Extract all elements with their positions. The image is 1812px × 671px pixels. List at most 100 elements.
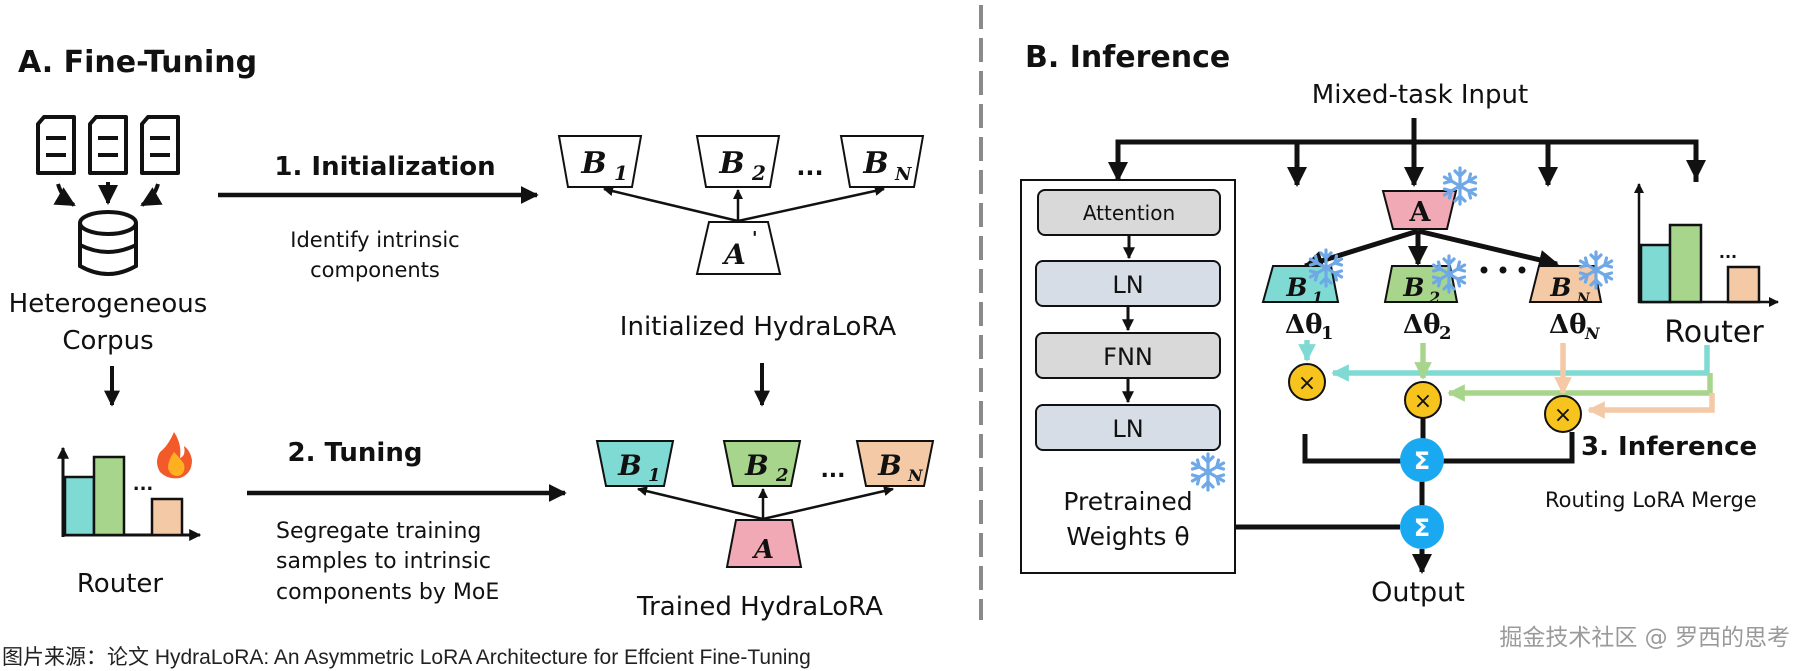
- svg-text:2: 2: [751, 161, 766, 185]
- multiply-node-1: ×: [1288, 363, 1326, 401]
- step2-desc-line3: components by MoE: [276, 580, 499, 605]
- router-b-ellipsis: ...: [1719, 243, 1737, 262]
- database-icon: [78, 210, 138, 276]
- step3-title: 3. Inference: [1581, 432, 1757, 462]
- trained-bn-block: B N: [855, 440, 935, 487]
- ln-module-2: [1035, 404, 1221, 451]
- svg-text:1: 1: [648, 465, 661, 486]
- svg-text:A: A: [721, 238, 746, 271]
- fnn-label: FNN: [1103, 343, 1153, 371]
- merge-bracket: [1302, 418, 1575, 574]
- init-a-block: A ': [695, 221, 782, 275]
- inference-b-ellipsis: [1480, 266, 1526, 274]
- ln-module-1: [1035, 260, 1221, 307]
- router-b-label: Router: [1664, 315, 1764, 350]
- routing-weight-lines: [1298, 340, 1715, 419]
- document-icon: [140, 115, 180, 175]
- svg-text:B: B: [877, 449, 902, 482]
- step1-desc-line1: Identify intrinsic: [290, 228, 459, 252]
- a-to-b-arrows: [1303, 228, 1559, 271]
- pretrained-weights-box: Attention LN FNN LN Pretrained Weights θ: [1020, 179, 1236, 574]
- step1-desc-line2: components: [310, 258, 440, 282]
- inference-b1-block: B 1: [1261, 248, 1344, 307]
- step2-title: 2. Tuning: [288, 438, 423, 468]
- panel-a-title: A. Fine-Tuning: [18, 45, 257, 80]
- initialized-hydralora: B 1 B 2 ... B N A ': [557, 135, 925, 275]
- multiply-node-n: ×: [1544, 395, 1582, 433]
- router-chart-a: ...: [57, 446, 202, 541]
- snowflake-icon: [1442, 166, 1478, 206]
- delta-theta-n-sub: N: [1584, 324, 1601, 343]
- b1-sub: 1: [1312, 288, 1323, 307]
- mixed-task-input-label: Mixed-task Input: [1312, 80, 1528, 110]
- trained-ellipsis: ...: [820, 458, 845, 483]
- multiply-icon: ×: [1414, 389, 1432, 414]
- b2-sub: 2: [1428, 288, 1440, 307]
- documents-icon: [36, 115, 180, 207]
- fire-icon: [157, 432, 192, 479]
- corpus-label-line1: Heterogeneous: [9, 289, 208, 319]
- pretrained-label-line2: Weights θ: [1066, 522, 1189, 551]
- router-bar-green: [92, 455, 126, 537]
- ln1-label: LN: [1112, 271, 1143, 299]
- trained-label: Trained HydraLoRA: [636, 592, 883, 622]
- trained-hydralora: B 1 B 2 ... B N A: [595, 440, 935, 568]
- inference-a-block: A: [1381, 166, 1478, 230]
- attention-module: [1037, 189, 1221, 236]
- trained-a-block: A: [725, 519, 803, 568]
- attention-label: Attention: [1083, 201, 1175, 225]
- input-distribution-lines: [1108, 118, 1706, 187]
- svg-text:N: N: [894, 164, 913, 185]
- inference-bn-block: B N: [1528, 250, 1614, 307]
- initialized-label: Initialized HydraLoRA: [620, 312, 897, 342]
- bn-sub: N: [1576, 291, 1591, 307]
- figure-caption: 图片来源：论文 HydraLoRA: An Asymmetric LoRA Ar…: [2, 646, 811, 669]
- delta-theta-2: Δθ: [1403, 310, 1441, 340]
- delta-theta-1: Δθ: [1285, 310, 1323, 340]
- router-bar-teal: [1639, 243, 1672, 304]
- init-bn-block: B N: [839, 135, 925, 188]
- bn-label: B: [1549, 273, 1571, 302]
- trained-b2-block: B 2: [722, 440, 802, 487]
- svg-text:B: B: [718, 146, 744, 181]
- step3-desc: Routing LoRA Merge: [1545, 488, 1757, 512]
- b1-label: B: [1285, 273, 1307, 302]
- svg-text:B: B: [744, 449, 769, 482]
- ln2-label: LN: [1112, 415, 1143, 443]
- svg-text:N: N: [907, 466, 924, 485]
- svg-text:B: B: [862, 146, 888, 181]
- inference-b2-block: B 2: [1383, 254, 1467, 307]
- multiply-icon: ×: [1298, 371, 1316, 396]
- init-ellipsis: ...: [796, 153, 823, 181]
- sum-node-1: Σ: [1400, 438, 1444, 482]
- b2-label: B: [1402, 273, 1424, 302]
- router-ellipsis: ...: [133, 474, 154, 495]
- document-icon: [36, 115, 76, 175]
- svg-text:B: B: [617, 449, 642, 482]
- svg-text:B: B: [580, 146, 606, 181]
- fnn-module: [1035, 332, 1221, 379]
- svg-text:1: 1: [614, 161, 628, 185]
- sum-node-2: Σ: [1400, 505, 1444, 549]
- delta-theta-2-sub: 2: [1439, 323, 1452, 344]
- multiply-node-2: ×: [1404, 381, 1442, 419]
- router-bar-peach: [150, 497, 184, 537]
- svg-text:A: A: [751, 535, 774, 565]
- init-b1-block: B 1: [557, 135, 643, 188]
- svg-text:': ': [752, 228, 758, 249]
- pretrained-label-line1: Pretrained: [1063, 487, 1192, 516]
- step2-desc-line1: Segregate training: [276, 519, 481, 544]
- multiply-icon: ×: [1554, 403, 1572, 428]
- sigma-icon: Σ: [1414, 514, 1430, 542]
- step2-desc-line2: samples to intrinsic: [276, 549, 491, 574]
- router-bar-teal: [63, 475, 96, 537]
- trained-b1-block: B 1: [595, 440, 675, 487]
- delta-theta-n: Δθ: [1549, 310, 1587, 340]
- router-bar-peach: [1726, 265, 1761, 304]
- corpus-label-line2: Corpus: [62, 326, 153, 356]
- router-chart-b: ...: [1634, 183, 1779, 307]
- init-b2-block: B 2: [695, 135, 781, 188]
- output-label: Output: [1371, 577, 1465, 608]
- router-bar-green: [1668, 223, 1703, 304]
